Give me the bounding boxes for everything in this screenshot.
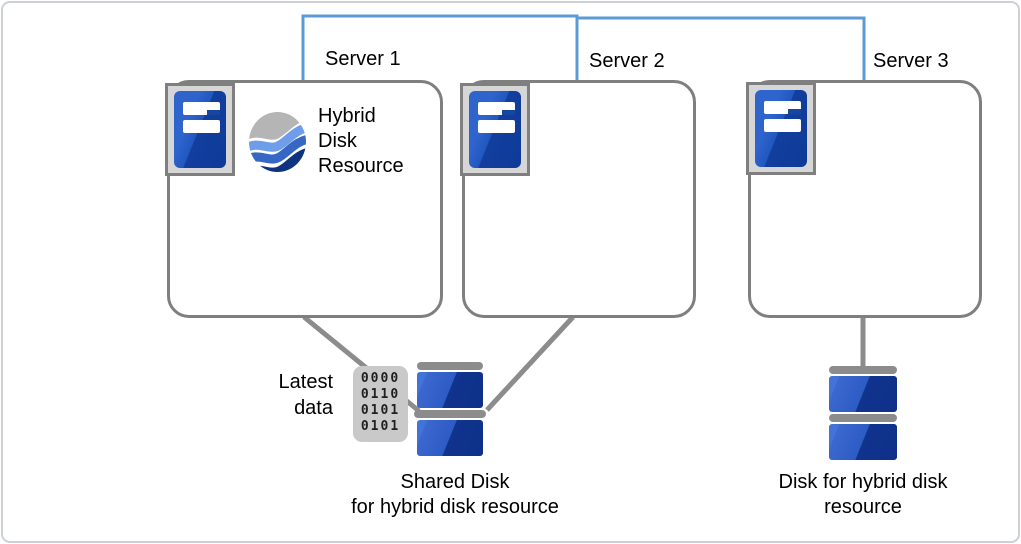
hybrid-label-line: Resource — [318, 155, 404, 177]
binary-data-icon: 0000 0110 0101 0101 — [353, 366, 408, 442]
drive-slot — [478, 102, 515, 115]
latest-data-line: data — [294, 397, 333, 419]
drive-slot-notch — [788, 109, 801, 114]
shared-disk-caption-line: Shared Disk — [400, 471, 510, 493]
drive-slot — [478, 120, 515, 133]
hybrid-label-line: Hybrid — [318, 105, 376, 127]
hybrid-label-line: Disk — [318, 130, 357, 152]
disk-bar — [417, 362, 483, 370]
hybrid-disk-caption-line: resource — [824, 496, 902, 518]
binary-row: 0101 — [360, 403, 401, 418]
wave-lightblue-band — [249, 122, 306, 153]
server2-icon — [460, 83, 530, 176]
disk-platter — [829, 424, 897, 460]
wave-midblue-band — [249, 134, 306, 165]
latest-data-line: Latest — [278, 371, 333, 393]
disk-bar — [829, 366, 897, 374]
drive-slot-notch — [207, 110, 220, 115]
shared-disk-caption-line: for hybrid disk resource — [351, 496, 559, 518]
server3-label: Server 3 — [873, 50, 949, 72]
binary-row: 0110 — [360, 387, 401, 402]
hybrid-disk-icon — [829, 366, 897, 462]
server2-box — [462, 80, 696, 318]
hybrid-disk-resource-icon — [249, 112, 306, 172]
drive-slot — [183, 102, 220, 115]
drive-slot-notch — [502, 110, 515, 115]
disk-platter — [417, 420, 483, 456]
server1-icon — [165, 83, 235, 176]
disk-platter — [829, 376, 897, 412]
server-tower — [755, 90, 807, 167]
server-tower — [174, 91, 226, 168]
server3-icon — [746, 82, 816, 175]
server1-label: Server 1 — [325, 48, 401, 70]
drive-slot — [764, 119, 801, 132]
network-line-server1-server2 — [301, 14, 579, 80]
disk-platter — [417, 372, 483, 408]
hybrid-disk-resource-label: Hybrid Disk Resource — [318, 104, 404, 179]
binary-row: 0101 — [360, 419, 401, 434]
disk-bar — [414, 410, 486, 418]
disk-bar — [829, 414, 897, 422]
server2-label: Server 2 — [589, 50, 665, 72]
latest-data-label: Latest data — [233, 369, 333, 421]
server-tower — [469, 91, 521, 168]
hybrid-disk-caption: Disk for hybrid disk resource — [753, 470, 973, 520]
binary-row: 0000 — [360, 371, 401, 386]
network-line-server2-server3 — [578, 16, 866, 80]
shared-disk-icon — [414, 362, 486, 458]
drive-slot — [183, 120, 220, 133]
connector-server2-shared-disk — [485, 315, 575, 412]
hybrid-disk-caption-line: Disk for hybrid disk — [778, 471, 948, 493]
drive-slot — [764, 101, 801, 114]
shared-disk-caption: Shared Disk for hybrid disk resource — [330, 470, 580, 520]
